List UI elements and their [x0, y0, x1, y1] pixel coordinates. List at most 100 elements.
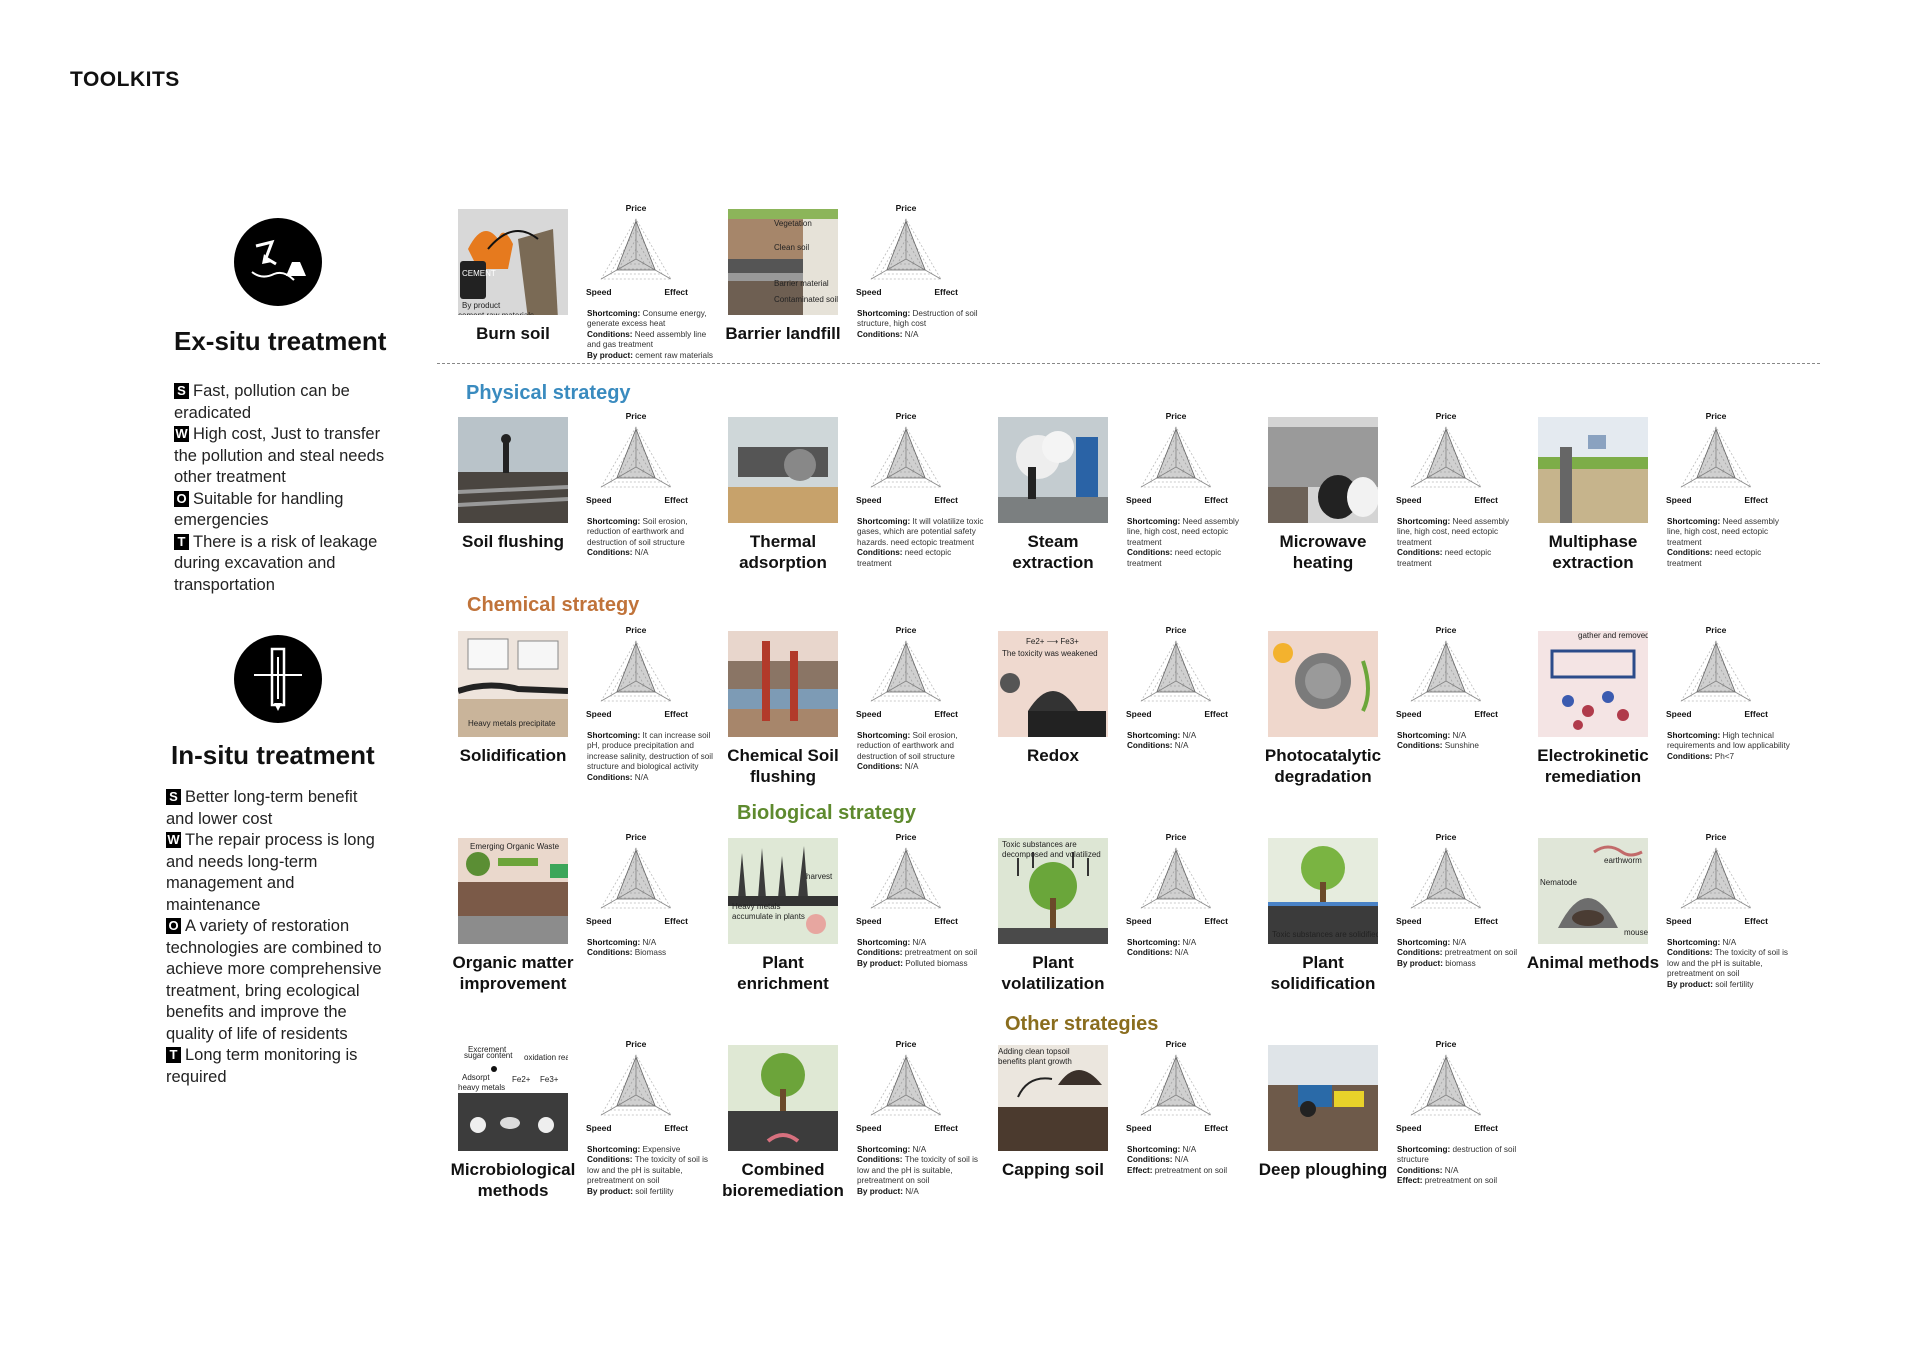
- radar-label-price: Price: [1706, 832, 1727, 842]
- by-product-text: By product: soil fertility: [587, 1186, 674, 1196]
- illustration-caption: The toxicity was weakened: [1002, 649, 1098, 658]
- effect-text: Effect: pretreatment on soil: [1397, 1176, 1498, 1186]
- tool-illustration: [1538, 417, 1648, 523]
- radar-label-price: Price: [1436, 625, 1457, 635]
- radar-label-speed: Speed: [1396, 916, 1422, 926]
- radar-label-price: Price: [1436, 411, 1457, 421]
- by-product-text: By product: cement raw materials: [587, 350, 714, 360]
- radar-label-price: Price: [896, 203, 917, 213]
- tool-illustration: Emerging Organic Waste: [458, 838, 568, 944]
- tool-notes: Shortcoming: Consume energy, generate ex…: [587, 309, 715, 361]
- radar-label-effect: Effect: [1204, 709, 1228, 719]
- illustration-caption: Heavy metals precipitate: [468, 719, 556, 728]
- tool-name: Thermal adsorption: [739, 532, 827, 572]
- radar-label-speed: Speed: [586, 1123, 612, 1133]
- radar-label-price: Price: [896, 1039, 917, 1049]
- shortcoming-text: Shortcoming: N/A: [1127, 938, 1197, 947]
- tool-name: Steam extraction: [1012, 532, 1094, 572]
- in-situ-title: In-situ treatment: [171, 740, 375, 770]
- shortcoming-text: Shortcoming: N/A: [1397, 938, 1467, 947]
- illustration-caption: Contaminated soil: [774, 295, 838, 304]
- by-product-text: By product: Polluted biomass: [857, 958, 968, 968]
- conditions-text: Conditions: N/A: [1127, 1155, 1189, 1165]
- tool-notes: Shortcoming: Need assembly line, high co…: [1397, 517, 1525, 569]
- shortcoming-text: Shortcoming: N/A: [857, 1145, 927, 1154]
- radar-label-speed: Speed: [856, 916, 882, 926]
- illustration-caption: Emerging Organic Waste: [470, 842, 560, 851]
- tool-notes: Shortcoming: It will volatilize toxic ga…: [857, 517, 985, 569]
- radar-label-price: Price: [1436, 1039, 1457, 1049]
- illustration-caption: By product: [462, 301, 501, 310]
- shortcoming-text: Shortcoming: N/A: [1127, 731, 1197, 740]
- tool-notes: Shortcoming: destruction of soil structu…: [1397, 1145, 1525, 1187]
- conditions-text: Conditions: need ectopic treatment: [1667, 548, 1762, 568]
- illustration-caption: oxidation reaction: [524, 1053, 568, 1062]
- illustration-caption: Toxic substances are: [1002, 840, 1077, 849]
- radar-label-effect: Effect: [934, 287, 958, 297]
- section-divider: [437, 363, 1820, 364]
- radar-label-speed: Speed: [586, 916, 612, 926]
- tool-notes: Shortcoming: High technical requirements…: [1667, 731, 1795, 762]
- conditions-text: Conditions: Need assembly line and gas t…: [587, 329, 707, 350]
- tool-name: Microbiological methods: [450, 1160, 576, 1200]
- shortcoming-text: Shortcoming: N/A: [587, 938, 657, 947]
- shortcoming-text: Shortcoming: Need assembly line, high co…: [1667, 517, 1779, 547]
- radar-label-effect: Effect: [934, 495, 958, 505]
- tool-illustration: Fe2+ ⟶ Fe3+The toxicity was weakened: [998, 631, 1108, 737]
- shortcoming-text: Shortcoming: Need assembly line, high co…: [1397, 517, 1509, 547]
- effect-text: Effect: pretreatment on soil: [1127, 1165, 1228, 1175]
- tool-name: Redox: [1027, 746, 1079, 765]
- tool-name: Electrokinetic remediation: [1537, 746, 1649, 786]
- illustration-caption: sugar content: [464, 1051, 513, 1060]
- radar-label-effect: Effect: [934, 916, 958, 926]
- illustration-caption: Fe3+: [540, 1075, 559, 1084]
- tool-name: Multiphase extraction: [1548, 532, 1638, 572]
- tool-name: Plant solidification: [1270, 953, 1376, 993]
- radar-label-speed: Speed: [1126, 709, 1152, 719]
- physical-strategy-title: Physical strategy: [466, 382, 631, 404]
- tool-illustration: [728, 417, 838, 523]
- illustration-caption: Excrement: [468, 1045, 507, 1054]
- tool-illustration: [458, 417, 568, 523]
- radar-label-price: Price: [626, 203, 647, 213]
- radar-label-effect: Effect: [1204, 495, 1228, 505]
- radar-label-effect: Effect: [1744, 916, 1768, 926]
- radar-label-effect: Effect: [664, 495, 688, 505]
- tool-name: Plant volatilization: [1001, 953, 1105, 993]
- tool-name: Burn soil: [476, 324, 550, 343]
- tool-name: Barrier landfill: [725, 324, 841, 343]
- ex-situ-title: Ex-situ treatment: [174, 326, 387, 356]
- shortcoming-text: Shortcoming: Expensive: [587, 1145, 681, 1154]
- shortcoming-text: Shortcoming: destruction of soil structu…: [1397, 1145, 1517, 1165]
- conditions-text: Conditions: need ectopic treatment: [1127, 548, 1222, 568]
- page-title: TOOLKITS: [70, 68, 180, 91]
- radar-label-speed: Speed: [856, 709, 882, 719]
